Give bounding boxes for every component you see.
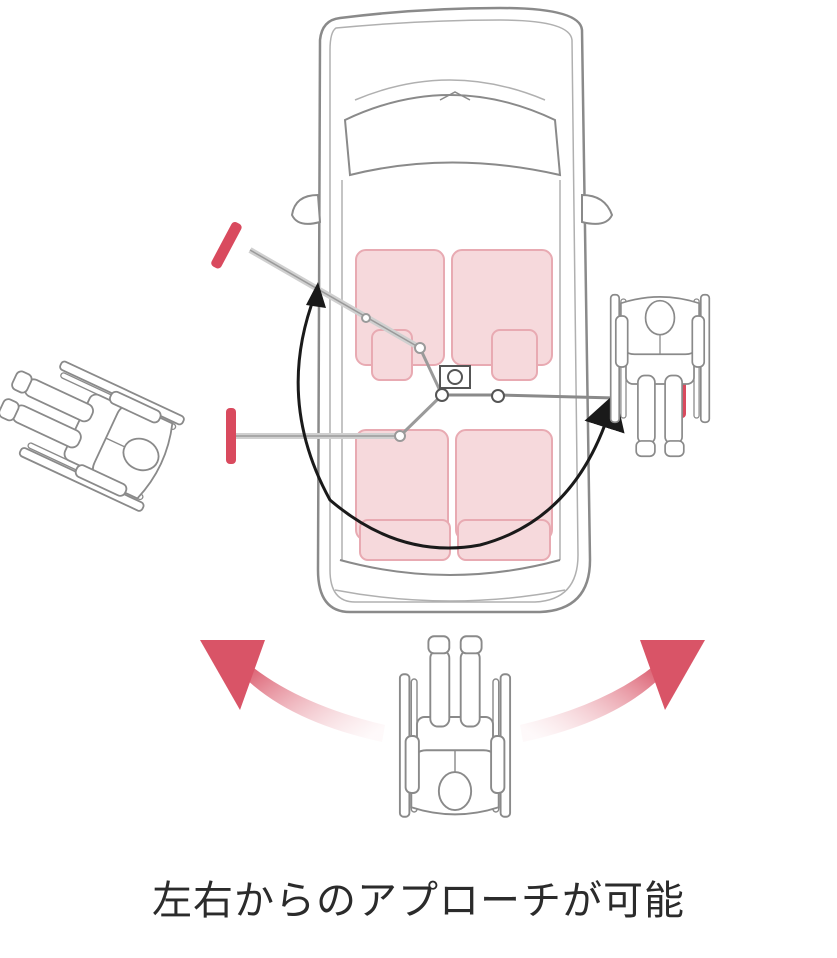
wheelchair-user-bottom: [398, 635, 512, 818]
car-seats: [355, 249, 553, 561]
rotation-arrow: [296, 294, 625, 550]
rotation-arrow-start-head: [306, 282, 326, 308]
caption: 左右からのアプローチが可能: [152, 878, 685, 924]
transfer-arms: [211, 221, 686, 464]
wheelchair-user-left: [0, 344, 186, 513]
approach-arrow-right: [520, 640, 705, 742]
approach-arrow-left: [200, 640, 385, 742]
wheelchair-user-right: [609, 293, 711, 458]
